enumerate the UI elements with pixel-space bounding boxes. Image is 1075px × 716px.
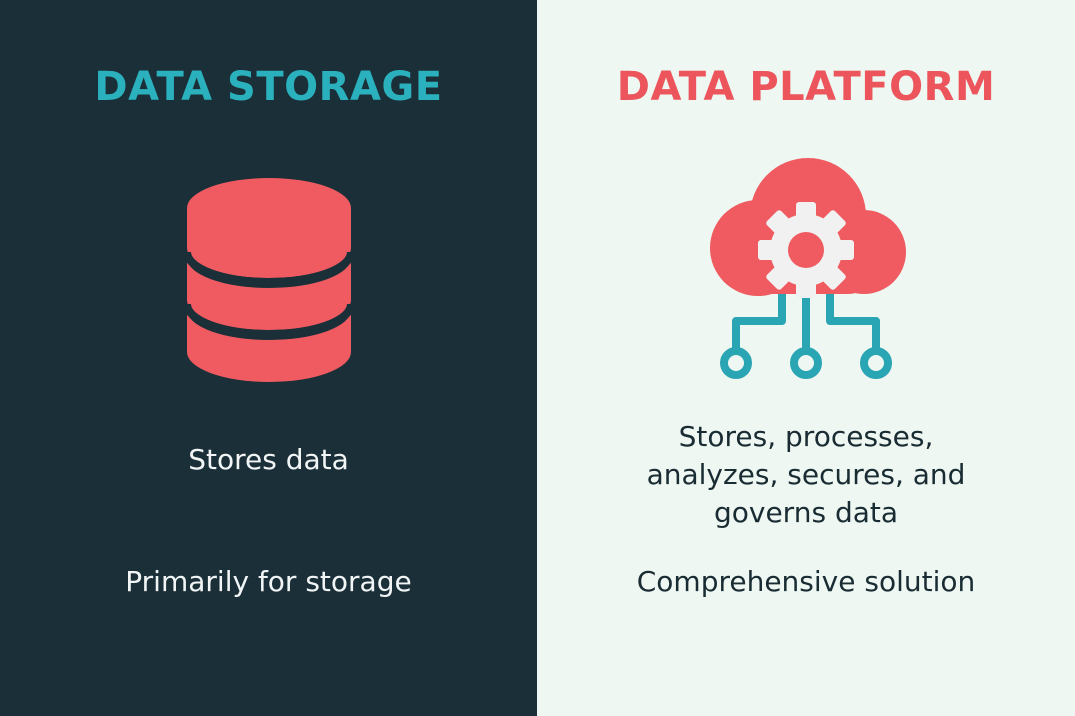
data-storage-purpose: Primarily for storage — [125, 565, 412, 598]
data-platform-purpose: Comprehensive solution — [636, 565, 976, 598]
database-icon-graphic — [183, 178, 354, 382]
database-icon — [0, 176, 537, 388]
data-platform-panel: DATA PLATFORM — [537, 0, 1075, 716]
data-platform-description: Stores, processes, analyzes, secures, an… — [646, 420, 966, 529]
data-platform-title: DATA PLATFORM — [616, 64, 996, 110]
data-storage-panel: DATA STORAGE Stores data Primarily for s… — [0, 0, 537, 716]
cloud-gear-network-icon — [537, 158, 1075, 384]
data-storage-title: DATA STORAGE — [94, 64, 443, 110]
data-storage-description: Stores data — [188, 443, 349, 476]
cloud-gear-network-icon-graphic — [710, 158, 906, 379]
